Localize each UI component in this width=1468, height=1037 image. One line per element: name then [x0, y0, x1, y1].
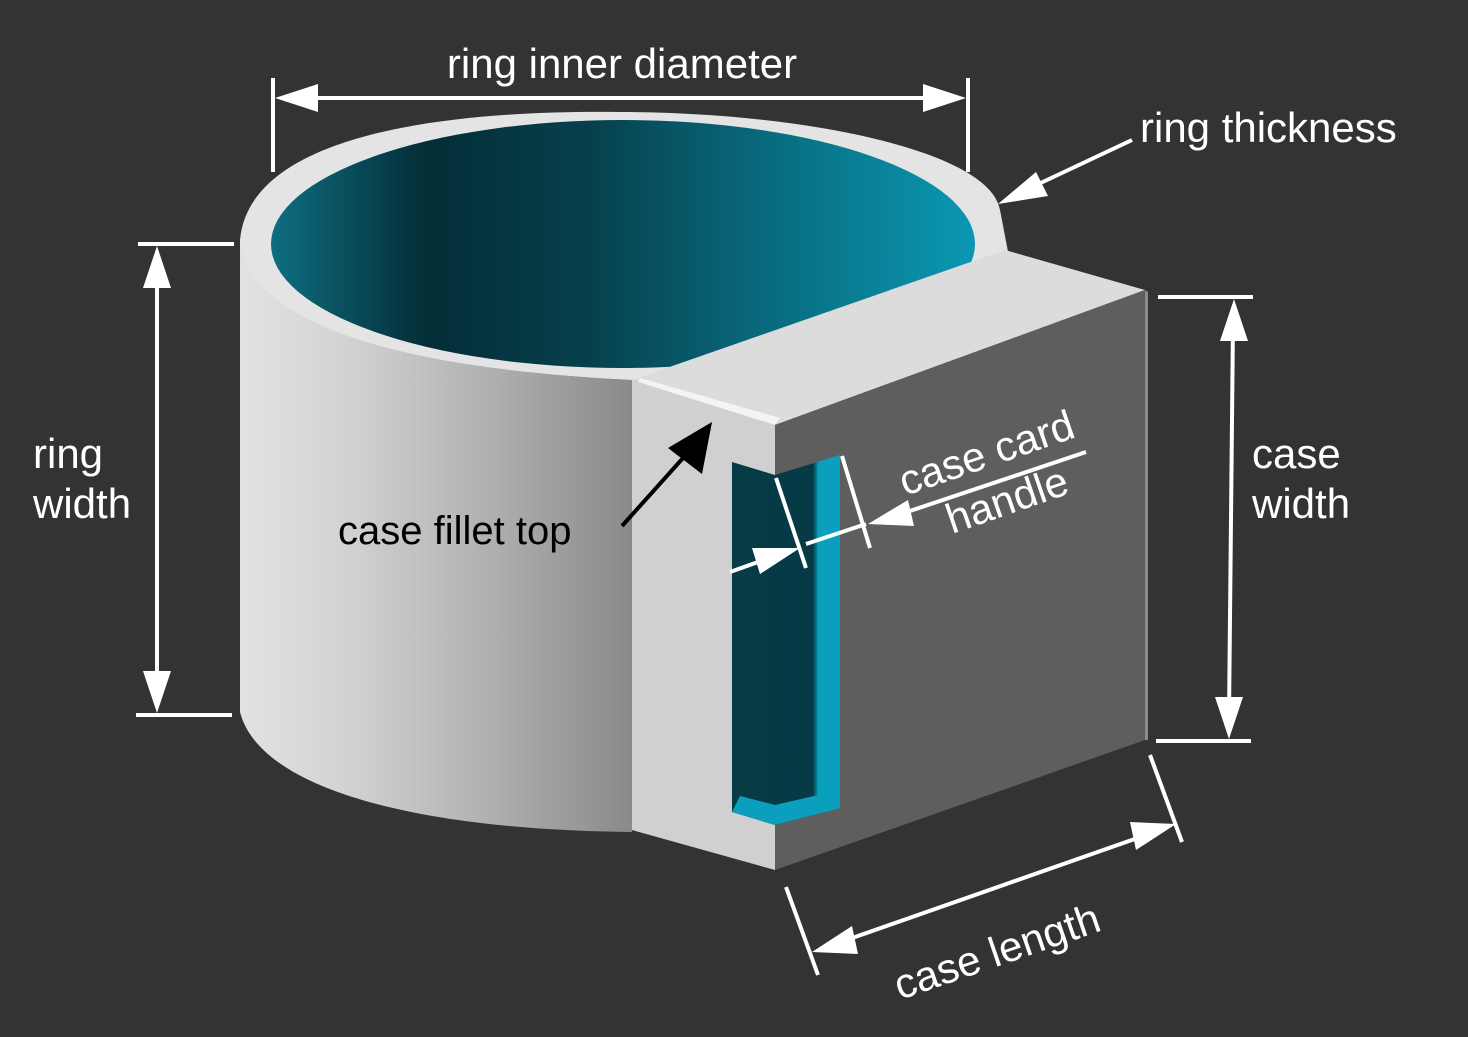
case-card-handle-dimension: [729, 450, 1087, 574]
case-block: [632, 250, 1148, 870]
case-width-dimension: [1156, 295, 1253, 743]
case-width-label-line1: case: [1252, 430, 1341, 477]
ring-inner-diameter-label: ring inner diameter: [447, 40, 797, 87]
case-length-dimension: [784, 754, 1184, 976]
ring-inner-diameter-dimension: [271, 78, 970, 172]
ring-thickness-label: ring thickness: [1140, 104, 1397, 151]
ring-width-label-line1: ring: [33, 430, 103, 477]
ring-width-label-line2: width: [32, 480, 131, 527]
ring-body: [240, 111, 1010, 832]
ring-thickness-arrow: [998, 138, 1133, 204]
case-width-label-line2: width: [1251, 480, 1350, 527]
ring-width-dimension: [136, 242, 234, 717]
case-fillet-top-arrow: [620, 422, 712, 528]
case-length-label: case length: [888, 894, 1106, 1008]
case-fillet-top-label: case fillet top: [338, 509, 571, 553]
